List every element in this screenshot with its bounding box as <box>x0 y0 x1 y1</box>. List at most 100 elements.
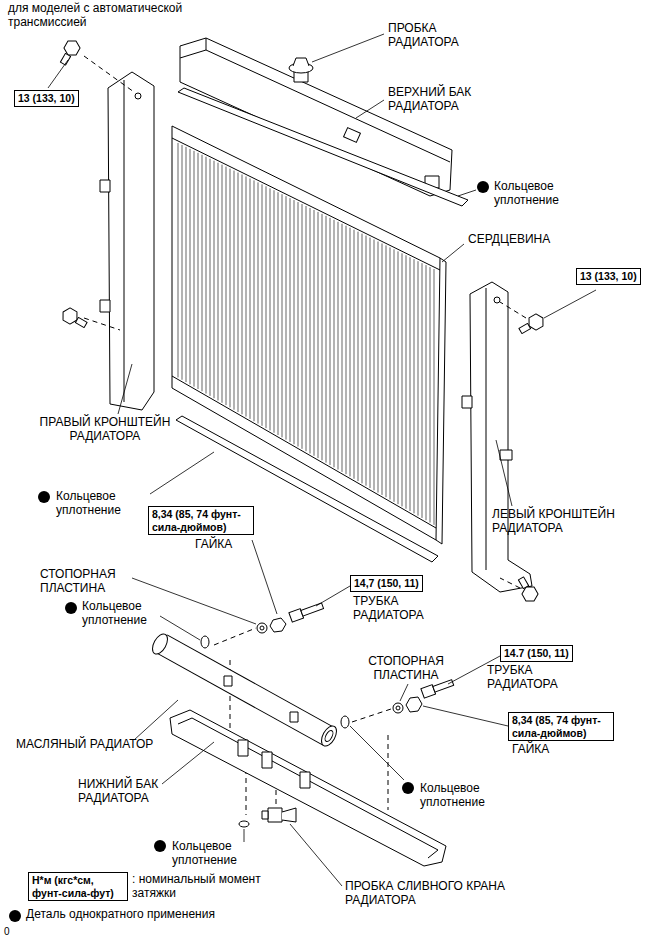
core-fin <box>322 214 323 460</box>
torque-value: 8,34 (85, 74 фунт-сила-дюймов) <box>512 714 610 739</box>
part-label: СТОПОРНАЯ ПЛАСТИНА <box>368 654 444 682</box>
torque-value: 14,7 (150, 11) <box>354 577 419 590</box>
core-fin <box>426 265 427 520</box>
part-label-box: ТРУБКА РАДИАТОРА <box>353 595 443 623</box>
part-label: ПРОБКА СЛИВНОГО КРАНА РАДИАТОРА <box>345 879 505 907</box>
leader-lines <box>48 34 596 886</box>
small-parts <box>201 601 454 827</box>
core-fin <box>186 147 187 382</box>
core-fin <box>226 167 227 405</box>
core-fin <box>434 269 435 525</box>
torque-box: Н*м (кгс*см, фунт-сила-фут) <box>28 872 128 901</box>
core-fin <box>346 226 347 474</box>
core-fin <box>294 200 295 444</box>
core-fin <box>354 230 355 479</box>
part-label: ТРУБКА РАДИАТОРА <box>487 663 558 691</box>
assembly-lines <box>84 56 526 815</box>
core-fin <box>382 243 383 494</box>
core-fin <box>410 257 411 511</box>
core-fin <box>362 234 363 484</box>
torque-value: 8,34 (85, 74 фунт-сила-дюймов) <box>152 508 250 533</box>
core-fin <box>202 155 203 391</box>
part-label: МАСЛЯНЫЙ РАДИАТОР <box>16 737 153 751</box>
core-fin <box>338 222 339 470</box>
core-fin <box>222 165 223 403</box>
core-fin <box>274 190 275 432</box>
bolts <box>57 38 546 605</box>
core-fin <box>194 151 195 387</box>
part-label-box: ВЕРХНИЙ БАК РАДИАТОРА <box>388 86 488 114</box>
core-fin <box>398 251 399 504</box>
core-fin <box>182 145 183 380</box>
core-fin <box>350 228 351 477</box>
core-fin <box>430 267 431 522</box>
core-fin <box>278 192 279 435</box>
part-label: 0 <box>4 926 10 937</box>
part-label: ГАЙКА <box>195 537 232 551</box>
part-label: СЕРДЦЕВИНА <box>468 232 550 246</box>
core-fin <box>210 159 211 396</box>
part-label-box: СЕРДЦЕВИНА <box>468 233 550 247</box>
core-fin <box>422 263 423 518</box>
part-label: ПРОБКА РАДИАТОРА <box>388 21 459 49</box>
part-label: Кольцевое уплотнение <box>56 489 121 517</box>
core-fin <box>314 210 315 456</box>
part-label-box: НИЖНИЙ БАК РАДИАТОРА <box>78 778 178 806</box>
core-fin <box>386 245 387 497</box>
part-label: НИЖНИЙ БАК РАДИАТОРА <box>78 777 158 805</box>
core-fin <box>254 180 255 421</box>
core-fin <box>246 176 247 416</box>
core-fin <box>290 198 291 442</box>
core-fin <box>394 249 395 501</box>
part-label-box: Кольцевое уплотнение <box>82 600 162 628</box>
core-fin <box>190 149 191 384</box>
part-label: ЛЕВЫЙ КРОНШТЕЙН РАДИАТОРА <box>492 507 615 535</box>
legend-entry: Деталь однократного применения <box>26 908 215 922</box>
part-label-box: 0 <box>4 926 10 938</box>
core-fin <box>330 218 331 465</box>
part-label: ВЕРХНИЙ БАК РАДИАТОРА <box>388 85 471 113</box>
core-fin <box>318 212 319 458</box>
core-fin <box>402 253 403 506</box>
core-fin <box>258 182 259 423</box>
core-fin <box>282 194 283 437</box>
part-label-box: ГАЙКА <box>195 538 232 552</box>
lower-gasket <box>176 416 438 562</box>
core-fin <box>250 178 251 418</box>
right-bracket <box>100 72 154 410</box>
core-fin <box>218 163 219 401</box>
core-fin <box>390 247 391 499</box>
core-fin <box>326 216 327 463</box>
left-bracket <box>462 282 532 592</box>
core-fin <box>234 171 235 410</box>
torque-box: 13 (133, 10) <box>14 90 79 107</box>
part-label-box: ТРУБКА РАДИАТОРА <box>487 664 577 692</box>
torque-value: 13 (133, 10) <box>18 92 75 105</box>
part-label: ТРУБКА РАДИАТОРА <box>353 594 424 622</box>
torque-box: 14,7 (150, 11) <box>350 575 423 592</box>
part-label-box: МАСЛЯНЫЙ РАДИАТОР <box>16 738 153 752</box>
core-fin <box>342 224 343 472</box>
part-label-box: ПРАВЫЙ КРОНШТЕЙН РАДИАТОРА <box>30 416 180 444</box>
title-note: для моделей с автоматической трансмиссие… <box>8 2 188 30</box>
drain-plug <box>262 808 296 822</box>
part-label-box: Кольцевое уплотнение <box>420 782 500 810</box>
part-label: Кольцевое уплотнение <box>82 599 147 627</box>
core-fin <box>214 161 215 398</box>
core-fin <box>230 169 231 408</box>
single-use-dot <box>9 181 489 922</box>
part-label-box: Кольцевое уплотнение <box>172 840 252 868</box>
torque-box: 8,34 (85, 74 фунт-сила-дюймов) <box>148 506 254 535</box>
core-fin <box>262 184 263 425</box>
core-fin <box>310 208 311 453</box>
part-label: Кольцевое уплотнение <box>172 839 237 867</box>
title-text: для моделей с автоматической трансмиссие… <box>8 1 182 29</box>
part-label-box: ЛЕВЫЙ КРОНШТЕЙН РАДИАТОРА <box>492 508 617 536</box>
core-fin <box>306 206 307 451</box>
core-fin <box>298 202 299 446</box>
part-label: СТОПОРНАЯ ПЛАСТИНА <box>40 567 116 595</box>
part-label-box: ПРОБКА СЛИВНОГО КРАНА РАДИАТОРА <box>345 880 535 908</box>
radiator-core <box>172 126 446 544</box>
core-fin <box>238 173 239 412</box>
part-label: ПРАВЫЙ КРОНШТЕЙН РАДИАТОРА <box>40 415 171 443</box>
